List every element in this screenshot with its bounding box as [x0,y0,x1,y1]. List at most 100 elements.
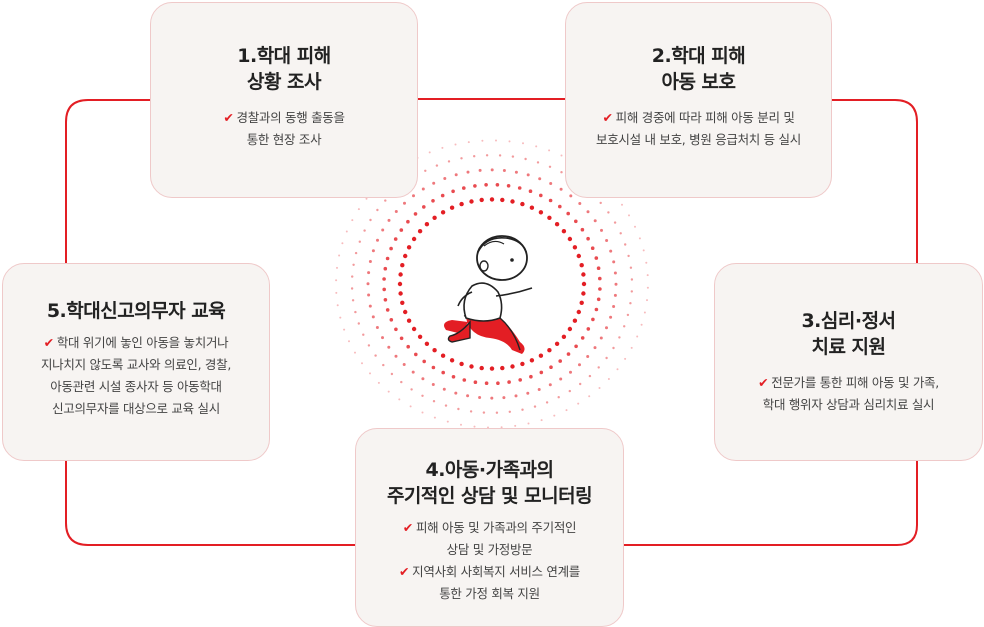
halo-dot [447,160,451,163]
halo-dot [382,363,385,367]
halo-dot [454,173,458,177]
halo-dot [598,276,602,281]
halo-dot [536,161,540,164]
halo-dot [565,409,568,412]
halo-dot [354,351,356,354]
halo-dot [352,263,355,266]
halo-dot [560,154,563,157]
halo-dot [473,380,478,385]
halo-dot [335,279,338,282]
halo-dot [479,197,484,203]
step-title-line: 5.학대신고의무자 교육 [46,300,226,322]
halo-dot [598,387,601,389]
halo-dot [484,381,489,386]
halo-dot [387,218,391,222]
halo-dot [558,359,562,363]
halo-dot [514,170,518,174]
halo-dot [524,157,527,161]
halo-dot [522,142,524,145]
step-description-line: ✔지역사회 사회복지 서비스 연계를 [356,561,623,583]
halo-dot [389,246,393,251]
halo-dot [387,345,391,349]
halo-dot [403,253,408,259]
halo-dot [621,203,623,206]
step-description-text: 아동관련 시설 종사자 등 아동학대 [50,379,222,394]
step-description-text: 전문가를 통한 피해 아동 및 가족, [771,375,939,390]
halo-dot [539,193,543,198]
step-description-line: ✔전문가를 통한 피해 아동 및 가족, [715,372,982,394]
halo-dot [409,405,412,408]
halo-dot [375,326,379,329]
halo-dot [548,149,551,152]
halo-dot [387,390,390,393]
halo-dot [566,211,570,216]
halo-dot [411,236,417,242]
halo-dot [368,304,372,308]
step-description-text: 학대 행위자 상담과 심리치료 실시 [762,397,935,412]
halo-dot [591,317,595,322]
halo-dot [397,281,403,287]
checkmark-icon: ✔ [602,110,613,125]
halo-dot [612,260,616,264]
halo-dot [383,298,388,302]
halo-dot [511,155,515,158]
checkmark-icon: ✔ [402,520,413,535]
halo-dot [605,326,608,330]
halo-dot [406,318,412,323]
connector-3-4 [611,448,918,546]
halo-dot [417,334,423,339]
halo-dot [367,344,371,347]
halo-dot [560,171,563,174]
halo-dot [581,272,586,277]
halo-dot [600,228,603,232]
halo-dot [441,370,446,375]
halo-dot [389,318,394,322]
halo-dot [490,168,494,172]
halo-dot [394,210,398,213]
halo-dot [377,381,380,384]
halo-dot [481,139,484,142]
halo-dot [406,344,411,349]
halo-dot [643,311,646,314]
step-title-line: 주기적인 상담 및 모니터링 [386,485,593,507]
halo-dot [567,326,573,332]
halo-dot [554,222,560,227]
halo-dot [514,424,517,427]
halo-dot [478,168,482,172]
halo-dot [406,245,412,250]
halo-dot [393,237,398,241]
halo-dot [398,291,403,296]
halo-dot [421,377,425,381]
halo-dot [400,263,405,268]
halo-dot [596,266,601,271]
halo-dot [371,249,375,253]
halo-dot [607,378,610,380]
halo-dot [421,187,425,191]
halo-dot [336,266,338,269]
halo-dot [630,278,634,281]
halo-dot [431,383,435,386]
dotted-halo [335,139,649,429]
halo-dot [362,333,365,336]
halo-dot [613,221,617,224]
halo-dot [605,239,609,242]
halo-dot [578,363,581,367]
halo-dot [400,380,403,384]
halo-dot [554,341,560,346]
halo-dot [646,299,648,302]
halo-dot [382,277,386,281]
halo-dot [411,370,415,374]
halo-dot [576,253,581,259]
halo-dot [479,365,484,371]
halo-dot [634,225,636,228]
halo-dot [451,375,456,379]
halo-dot [545,401,549,404]
halo-dot [350,287,354,290]
halo-dot [428,151,431,154]
halo-dot [547,215,552,220]
halo-dot [374,354,377,357]
halo-dot [553,414,556,417]
halo-dot [367,293,371,297]
halo-dot [612,305,616,308]
